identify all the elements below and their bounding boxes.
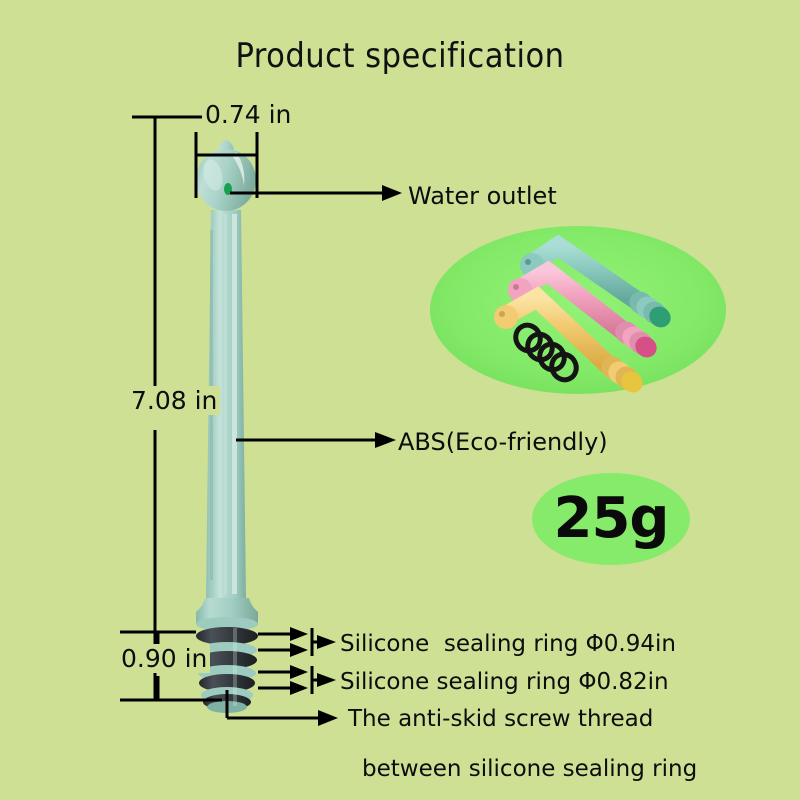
label-material: ABS(Eco-friendly): [398, 428, 608, 456]
main-nozzle-illustration: [196, 140, 258, 713]
dimension-base-length: 0.90 in: [118, 644, 211, 673]
dimension-total-length: 7.08 in: [128, 386, 221, 415]
label-water-outlet: Water outlet: [408, 182, 557, 210]
yellow-nozzle: [494, 286, 643, 393]
weight-badge: 25g: [532, 473, 690, 565]
label-sealing-ring-large: Silicone sealing ring Φ0.94in: [340, 631, 676, 657]
page-title: Product specification: [235, 36, 565, 76]
label-screw-thread-line1: The anti-skid screw thread: [348, 706, 654, 732]
sealing-ring-upper: [196, 627, 258, 645]
sealing-ring-lower: [199, 674, 255, 692]
weight-badge-text: 25g: [553, 486, 669, 551]
product-photo-inset: [430, 226, 726, 394]
teal-threads: [629, 291, 671, 328]
yellow-threads: [601, 356, 643, 393]
water-outlet-hole: [224, 183, 232, 195]
label-sealing-ring-small: Silicone sealing ring Φ0.82in: [340, 669, 669, 695]
pink-nozzle: [508, 260, 657, 358]
pink-threads: [615, 321, 657, 358]
o-rings: [513, 322, 579, 383]
dimension-head-width: 0.74 in: [202, 100, 295, 129]
teal-nozzle: [520, 234, 671, 328]
label-screw-thread-line2: between silicone sealing ring: [362, 756, 698, 782]
